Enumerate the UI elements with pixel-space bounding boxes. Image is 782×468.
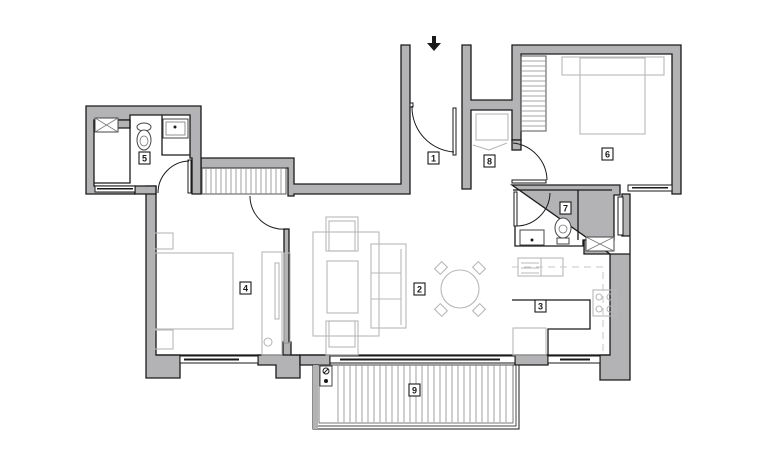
svg-text:3: 3 — [538, 302, 543, 312]
windows — [94, 184, 673, 364]
svg-text:5: 5 — [142, 154, 147, 164]
dining-table — [433, 260, 487, 318]
room-label-3[interactable]: 3 — [534, 299, 547, 313]
sink-icon-bath-5 — [162, 118, 189, 139]
svg-text:9: 9 — [412, 386, 417, 396]
shower-tray-bath-5 — [94, 117, 119, 133]
double-bed-bedroom-6 — [561, 56, 665, 135]
room-label-4[interactable]: 4 — [239, 281, 252, 295]
room-label-7[interactable]: 7 — [559, 201, 572, 215]
svg-text:6: 6 — [605, 150, 610, 160]
light-icon — [324, 379, 328, 383]
svg-text:4: 4 — [243, 284, 248, 294]
entrance-arrow-icon — [427, 36, 441, 51]
svg-text:8: 8 — [487, 157, 492, 167]
room-label-6[interactable]: 6 — [601, 147, 614, 161]
toilet-icon-bath-5 — [136, 122, 152, 151]
washing-machine-icon — [472, 113, 509, 151]
sink-icon-bath-7 — [519, 229, 545, 246]
kitchen-fixtures — [512, 257, 617, 356]
wardrobe-bedroom-4 — [261, 251, 283, 356]
double-bed-bedroom-4 — [153, 232, 234, 350]
room-label-5[interactable]: 5 — [138, 151, 151, 165]
sofa-set-living — [312, 216, 407, 356]
svg-text:2: 2 — [417, 285, 422, 295]
room-label-8[interactable]: 8 — [483, 154, 496, 168]
shower-tray-bath-7 — [585, 236, 615, 252]
svg-text:7: 7 — [563, 204, 568, 214]
balcony — [312, 364, 520, 430]
room-label-9[interactable]: 9 — [408, 383, 421, 397]
svg-text:1: 1 — [431, 154, 436, 164]
tv-unit — [283, 252, 291, 344]
radiator-hall — [201, 167, 287, 195]
room-label-2[interactable]: 2 — [413, 282, 426, 296]
walls — [85, 44, 682, 381]
doors — [157, 102, 551, 230]
wardrobe-bedroom-6 — [520, 55, 547, 132]
outlet-icon — [322, 367, 330, 375]
room-label-1[interactable]: 1 — [427, 151, 440, 165]
toilet-icon-bath-7 — [554, 217, 572, 245]
